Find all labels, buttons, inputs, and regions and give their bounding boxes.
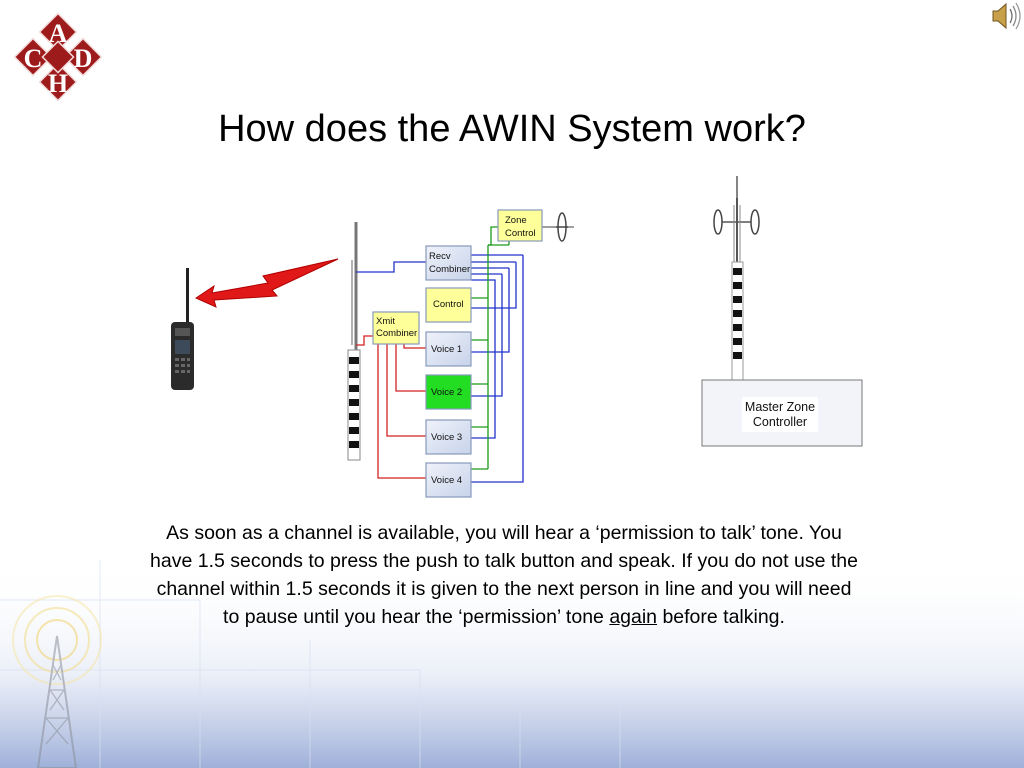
slide-title: How does the AWIN System work? (218, 108, 806, 150)
master-zone-controller-box: Master Zone Controller (701, 379, 863, 447)
zone-control-dish-icon (542, 212, 574, 242)
speaker-icon[interactable] (992, 2, 1021, 30)
zone-control-label-1: Zone (505, 215, 527, 226)
xmit-combiner-box: Xmit Combiner (372, 311, 420, 345)
body-text-emphasis: again (609, 606, 658, 628)
master-tower (713, 176, 760, 381)
body-text-part-2: before talking. (657, 606, 785, 628)
voice-1-label: Voice 1 (431, 344, 462, 355)
background-decoration (0, 560, 1024, 768)
voice-2-box: Voice 2 (425, 374, 472, 410)
recv-combiner-label-1: Recv (429, 251, 451, 262)
body-text-part-1: As soon as a channel is available, you w… (150, 522, 858, 628)
site-antenna-mast (347, 222, 361, 461)
master-zone-controller-label-2: Controller (753, 415, 807, 429)
voice-1-box: Voice 1 (425, 331, 472, 367)
logo-letter-h: H (48, 69, 68, 98)
handheld-radio-icon (171, 268, 194, 390)
master-zone-controller-label-1: Master Zone (745, 400, 815, 414)
logo-letter-a: A (49, 19, 68, 48)
logo-letter-d: D (74, 44, 93, 73)
zone-control-label-2: Control (505, 228, 536, 239)
voice-2-label: Voice 2 (431, 387, 462, 398)
slide-body-text: As soon as a channel is available, you w… (150, 519, 858, 631)
red-wiring (356, 335, 426, 479)
xmit-combiner-label-2: Combiner (376, 328, 417, 339)
radio-tower-icon (12, 595, 102, 768)
voice-4-box: Voice 4 (425, 462, 472, 498)
voice-3-label: Voice 3 (431, 432, 462, 443)
xmit-combiner-label-1: Xmit (376, 316, 395, 327)
zone-control-box: Zone Control (497, 209, 543, 242)
blue-wiring (356, 254, 524, 483)
acdh-logo: A C D H (13, 12, 103, 102)
voice-4-label: Voice 4 (431, 475, 462, 486)
logo-letter-c: C (24, 44, 43, 73)
voice-3-box: Voice 3 (425, 419, 472, 455)
recv-combiner-label-2: Combiner (429, 264, 470, 275)
green-wiring (471, 226, 510, 470)
control-box: Control (425, 287, 472, 323)
transmission-arrow (194, 258, 339, 308)
control-label: Control (433, 299, 464, 310)
recv-combiner-box: Recv Combiner (425, 245, 472, 281)
